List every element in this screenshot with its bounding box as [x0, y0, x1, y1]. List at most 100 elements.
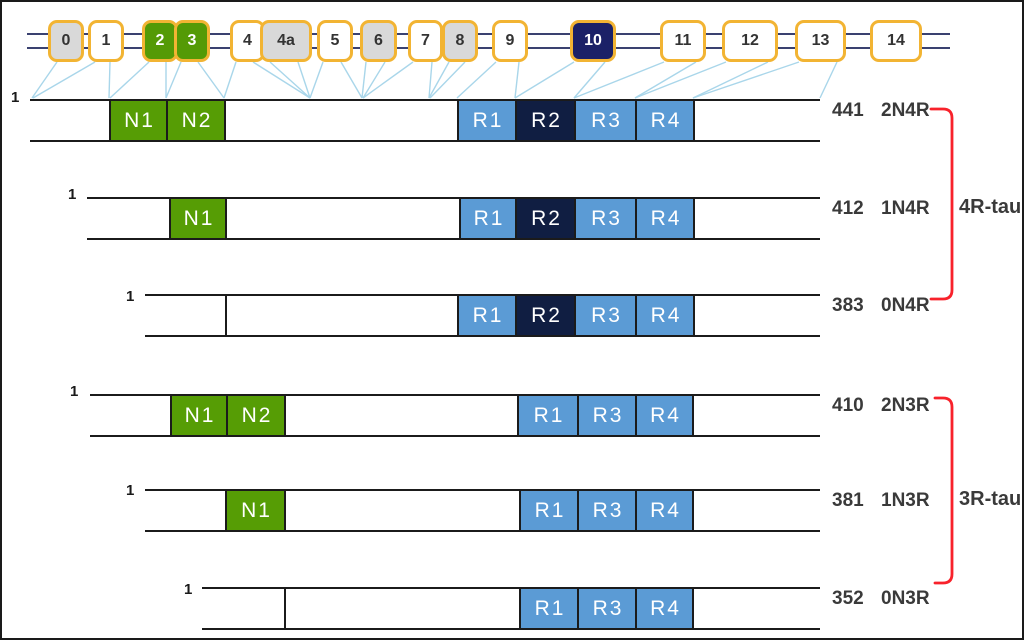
segment-plain [693, 199, 822, 238]
exon-connector-line [109, 61, 150, 99]
segment-plain [284, 491, 521, 530]
exon-connector-line [429, 61, 466, 99]
segment-R4: R4 [635, 491, 694, 530]
segment-N1: N1 [109, 101, 168, 140]
exon-box-11: 11 [660, 20, 706, 62]
exon-connector-line [223, 61, 237, 99]
isoform-length-label: 352 [832, 588, 864, 609]
exon-connector-line [456, 61, 497, 99]
isoform-length-label: 381 [832, 490, 864, 511]
exon-connector-line [361, 61, 367, 99]
exon-connector-line [428, 61, 450, 99]
segment-N2: N2 [226, 396, 286, 435]
segment-plain [30, 101, 109, 140]
exon-box-4a: 4a [260, 20, 312, 62]
segment-N1: N1 [169, 199, 227, 238]
segment-R3: R3 [577, 589, 637, 628]
segment-R4: R4 [635, 101, 695, 140]
segment-R4: R4 [635, 396, 694, 435]
exon-connector-line [634, 61, 727, 99]
segment-N1: N1 [170, 396, 228, 435]
exon-connector-line [573, 61, 606, 99]
exon-box-9: 9 [492, 20, 528, 62]
segment-plain [693, 296, 822, 335]
exon-connector-line [269, 61, 311, 99]
segment-R2: R2 [515, 101, 576, 140]
isoform-length-label: 441 [832, 100, 864, 121]
residue-1-label: 1 [70, 383, 79, 400]
exon-box-13: 13 [795, 20, 846, 62]
segment-R4: R4 [635, 296, 695, 335]
segment-plain [225, 199, 461, 238]
isoform-name-label: 1N3R [881, 490, 930, 511]
segment-plain [145, 296, 225, 335]
segment-R1: R1 [459, 199, 517, 238]
exon-connector-line [362, 61, 386, 99]
exon-box-8: 8 [442, 20, 478, 62]
segment-R2: R2 [515, 296, 576, 335]
segment-plain [284, 589, 521, 628]
segment-R1: R1 [517, 396, 579, 435]
exon-box-3: 3 [174, 20, 210, 62]
segment-plain [224, 101, 459, 140]
segment-R1: R1 [457, 101, 517, 140]
exon-connector-line [362, 61, 414, 99]
exon-connector-line [428, 61, 433, 99]
exon-connector-line [573, 61, 665, 99]
segment-plain [87, 199, 169, 238]
segment-R1: R1 [457, 296, 517, 335]
exon-connector-line [32, 61, 96, 99]
isoform-name-label: 0N3R [881, 588, 930, 609]
exon-connector-line [165, 61, 182, 99]
exon-box-1: 1 [88, 20, 124, 62]
segment-R3: R3 [577, 396, 637, 435]
exon-connector-line [514, 61, 575, 99]
exon-connector-line [634, 61, 697, 99]
exon-connector-line [252, 61, 311, 99]
exon-box-2: 2 [142, 20, 178, 62]
segment-plain [145, 491, 225, 530]
exon-box-12: 12 [722, 20, 778, 62]
residue-1-label: 1 [126, 482, 135, 499]
exon-connector-line [31, 61, 58, 99]
exon-box-0: 0 [48, 20, 84, 62]
residue-1-label: 1 [184, 581, 193, 598]
segment-R4: R4 [635, 199, 695, 238]
segment-R4: R4 [635, 589, 694, 628]
intron-line-bottom [27, 47, 950, 49]
segment-plain [693, 101, 822, 140]
isoform-length-label: 383 [832, 295, 864, 316]
group-label-4r-tau: 4R-tau [959, 196, 1022, 218]
exon-box-14: 14 [870, 20, 922, 62]
exon-connector-line [108, 61, 111, 99]
segment-R3: R3 [574, 199, 637, 238]
isoform-name-label: 2N4R [881, 100, 930, 121]
residue-1-label: 1 [68, 186, 77, 203]
exon-box-5: 5 [317, 20, 353, 62]
bracket-3R-tau [933, 396, 954, 585]
segment-plain [90, 396, 170, 435]
exon-box-7: 7 [408, 20, 443, 62]
exon-connector-line [309, 61, 324, 99]
residue-1-label: 1 [11, 89, 20, 106]
segment-R3: R3 [577, 491, 637, 530]
isoform-name-label: 1N4R [881, 198, 930, 219]
isoform-name-label: 0N4R [881, 295, 930, 316]
segment-plain [692, 396, 822, 435]
segment-R1: R1 [519, 589, 579, 628]
segment-plain [692, 491, 822, 530]
segment-plain [225, 296, 459, 335]
exon-connector-line [297, 61, 311, 99]
segment-N2: N2 [166, 101, 226, 140]
isoform-length-label: 412 [832, 198, 864, 219]
segment-N1: N1 [225, 491, 286, 530]
exon-connector-line [340, 61, 363, 99]
exon-connector-line [692, 61, 769, 99]
